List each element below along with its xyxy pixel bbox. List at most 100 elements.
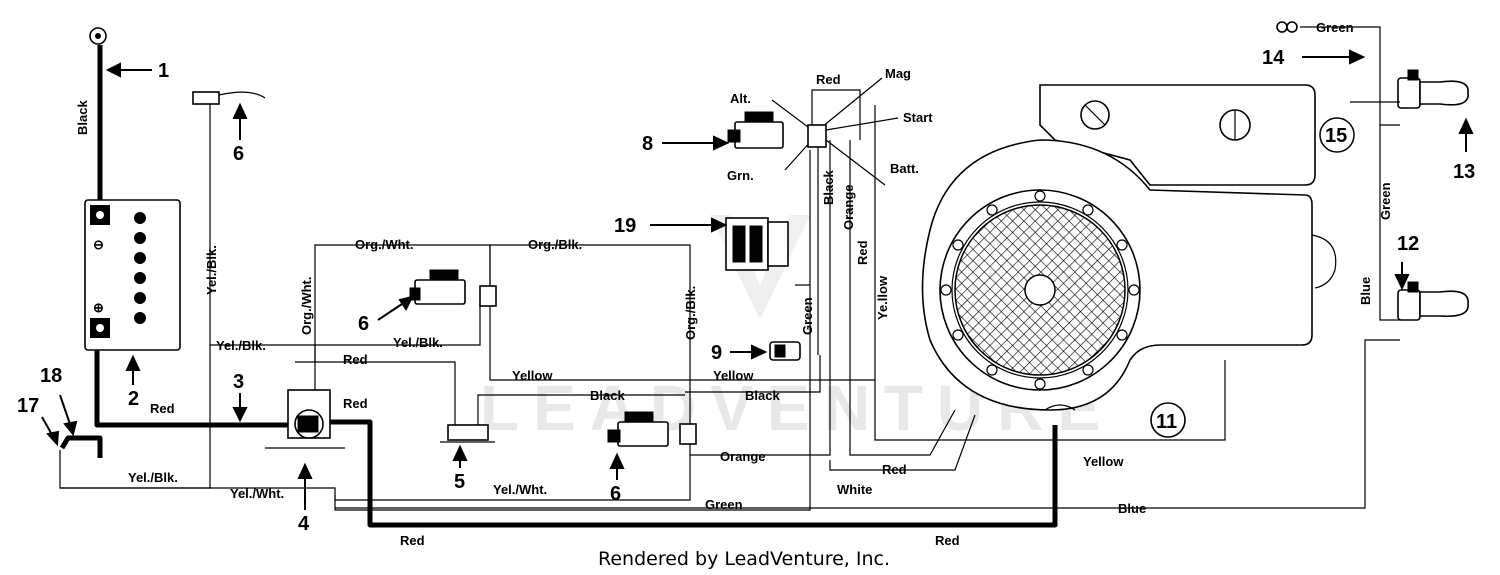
callout-13: 13 (1453, 161, 1475, 183)
mag-leader (821, 77, 883, 128)
callout-arrows (41, 49, 1474, 510)
label-org-blk-vertical: Org./Blk. (683, 286, 698, 340)
label-org-blk-top: Org./Blk. (528, 237, 582, 252)
label-red-top-key: Red (816, 72, 841, 87)
callout-8: 8 (642, 133, 653, 155)
label-green-vertical: Green (800, 297, 815, 335)
ground-clip (192, 91, 266, 105)
label-yellow-left: Yellow (512, 368, 553, 383)
label-red-engine: Red (882, 462, 907, 477)
label-orange-bottom: Orange (720, 449, 766, 464)
red-vertical-wire (849, 140, 956, 456)
yellow-vertical-wire (874, 105, 1226, 441)
light-switch (769, 341, 801, 361)
callout-6-bottom: 6 (610, 483, 621, 505)
label-org-wht-vertical: Org./Wht. (299, 277, 314, 336)
fuse-holder (440, 424, 495, 443)
label-blue-bottom: Blue (1118, 501, 1146, 516)
black-wire (685, 355, 821, 393)
orange-wire (690, 140, 831, 456)
label-yellow-vertical: Ye.llow (875, 275, 890, 320)
red-to-fuse (295, 361, 456, 425)
engine (921, 84, 1337, 438)
headlight-upper (1350, 69, 1469, 109)
label-red-to-solenoid: Red (343, 352, 368, 367)
label-yel-blk-mid: Yel./Blk. (393, 335, 443, 350)
ignition-terminal-labels: Mag Alt. Start Grn. Batt. (727, 66, 933, 183)
callout-15: 15 (1325, 125, 1347, 147)
green-wire (334, 240, 811, 511)
callout-6-top: 6 (233, 143, 244, 165)
label-yel-blk-bottom: Yel./Blk. (128, 470, 178, 485)
callout-17: 17 (17, 395, 39, 417)
brake-switch (409, 269, 497, 307)
white-wire (829, 414, 976, 471)
callout-3: 3 (233, 371, 244, 393)
label-red-bottom-left: Red (400, 533, 425, 548)
label-batt: Batt. (890, 161, 919, 176)
callout-4: 4 (298, 513, 310, 535)
label-black-mid: Black (745, 388, 780, 403)
ground-ring-14 (1276, 21, 1298, 33)
batt-leader (825, 139, 886, 186)
callout-15-circle (1319, 117, 1355, 153)
alt-leader (771, 99, 813, 131)
start-leader (825, 117, 899, 131)
callout-6-middle: 6 (358, 313, 369, 335)
label-yel-blk-vertical: Yel./Blk. (204, 245, 219, 295)
org-wht-wire (314, 244, 491, 395)
callout-5: 5 (454, 471, 465, 493)
label-black-cable: Black (75, 100, 90, 135)
wire-labels: Black Red Yel./Blk. Yel./Blk. Yel./Blk. … (75, 20, 1393, 548)
label-red-vertical: Red (855, 240, 870, 265)
yellow-wire (489, 300, 875, 381)
label-blue-vertical: Blue (1358, 277, 1373, 305)
callout-9: 9 (711, 342, 722, 364)
label-yel-wht-mid: Yel./Wht. (493, 482, 547, 497)
ignition-switch (727, 111, 827, 149)
label-green-top: Green (1316, 20, 1354, 35)
label-alt: Alt. (730, 91, 751, 106)
battery-negative-mark: ⊖ (93, 237, 104, 252)
label-yellow-bottom: Yellow (1083, 454, 1124, 469)
label-white-bottom: White (837, 482, 872, 497)
starter-cable (305, 419, 1058, 528)
callout-12: 12 (1397, 233, 1419, 255)
yel-blk-to-switch6 (315, 305, 481, 346)
callout-14: 14 (1262, 47, 1285, 69)
green-light-wire (1300, 26, 1400, 126)
label-start: Start (903, 110, 933, 125)
label-red-to-engine: Red (343, 396, 368, 411)
red-top-loop (811, 89, 861, 140)
blue-wire (335, 339, 1400, 509)
label-yel-wht-bottom: Yel./Wht. (230, 486, 284, 501)
callout-2: 2 (128, 388, 139, 410)
callout-1: 1 (158, 60, 169, 82)
seat-switch (59, 435, 103, 458)
battery: ⊖ ⊕ (84, 199, 181, 351)
clutch-switch (607, 411, 697, 447)
label-red-bottom-right: Red (935, 533, 960, 548)
label-yellow-right: Yellow (713, 368, 754, 383)
callout-11: 11 (1156, 411, 1177, 433)
wires (59, 26, 1400, 528)
headlight-lower (1397, 281, 1469, 321)
battery-positive-cable (94, 330, 300, 428)
interlock-module (725, 217, 789, 271)
label-org-wht-top: Org./Wht. (355, 237, 414, 252)
starter-solenoid (265, 389, 345, 449)
callout-numbers: 1 2 3 4 5 6 6 6 8 9 11 12 13 14 15 17 18… (17, 47, 1475, 535)
callout-19: 19 (614, 215, 636, 237)
label-black-vertical: Black (821, 170, 836, 205)
battery-positive-mark: ⊕ (93, 300, 104, 315)
yel-wht-mid (477, 394, 685, 425)
label-black-switch: Black (590, 388, 625, 403)
ground-terminal (89, 27, 107, 45)
label-red-battery: Red (150, 401, 175, 416)
credit-text: Rendered by LeadVenture, Inc. (598, 548, 890, 570)
label-yel-blk-node: Yel./Blk. (216, 338, 266, 353)
label-green-light: Green (1378, 182, 1393, 220)
label-mag: Mag (885, 66, 911, 81)
